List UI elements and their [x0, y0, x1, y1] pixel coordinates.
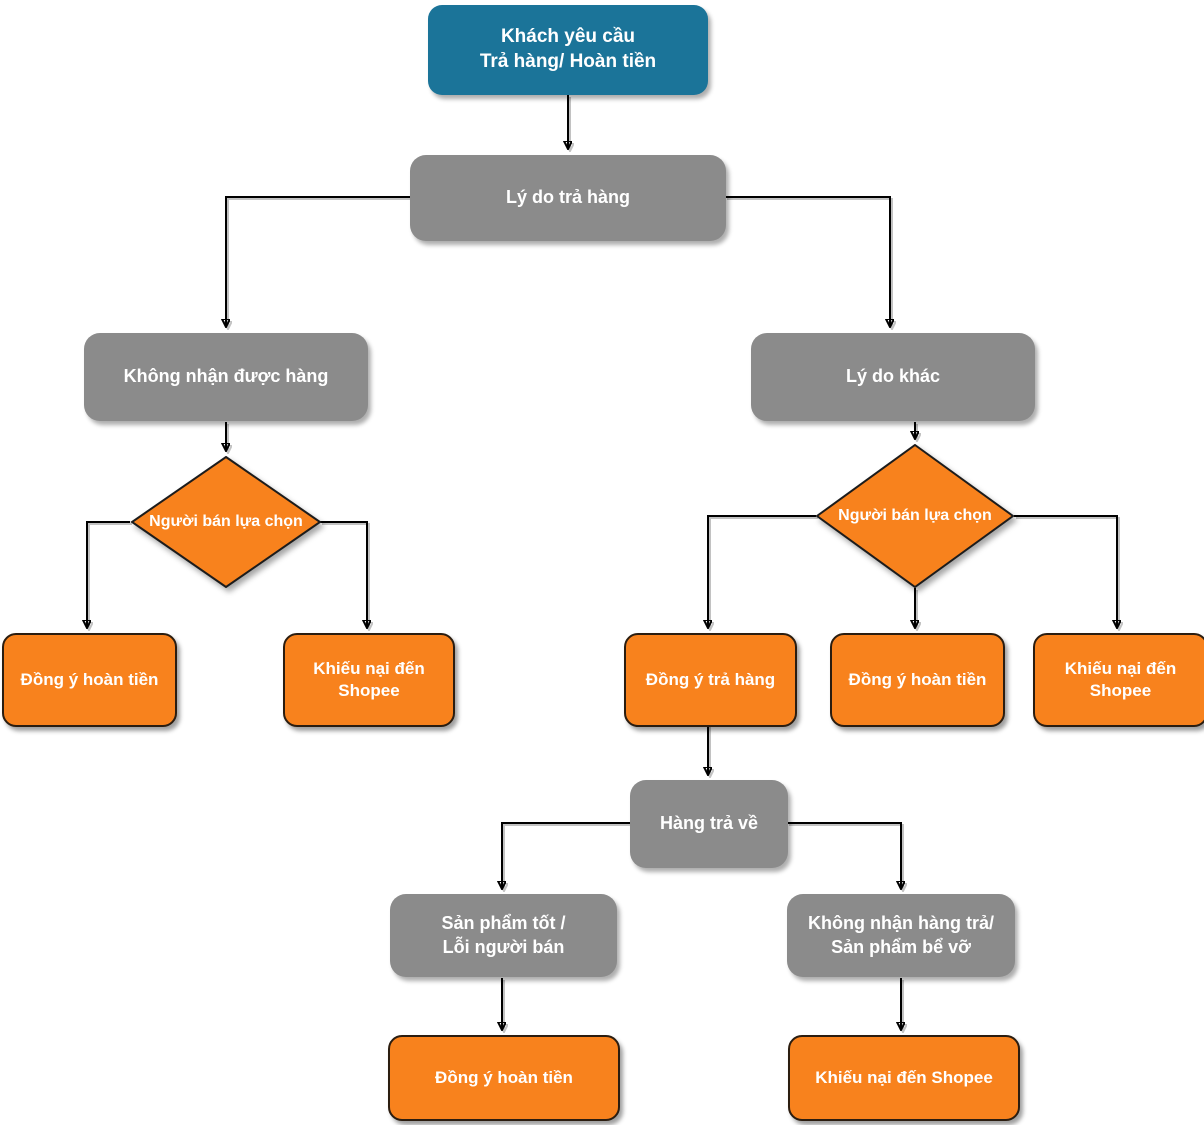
node-start: Khách yêu cầu Trả hàng/ Hoàn tiền [428, 5, 708, 95]
node-seller-choice-right-label: Người bán lựa chọn [838, 507, 992, 524]
node-seller-choice-right: Người bán lựa chọn [815, 444, 1015, 588]
node-complain-bottom-label: Khiếu nại đến Shopee [815, 1067, 993, 1087]
node-not-received: Không nhận được hàng [84, 333, 368, 421]
node-complain-left-label: Khiếu nại đến Shopee [313, 658, 425, 700]
diamond-shape [815, 444, 1015, 588]
node-refund-bottom: Đồng ý hoàn tiền [388, 1035, 620, 1121]
node-refund-left-label: Đồng ý hoàn tiền [20, 669, 159, 689]
node-agree-return: Đồng ý trả hàng [624, 633, 797, 727]
edge-decision-right-complain [1014, 515, 1117, 627]
node-not-received-label: Không nhận được hàng [123, 366, 329, 387]
node-bad-return: Không nhận hàng trả/ Sản phẩm bể vỡ [787, 894, 1015, 977]
edge-decision-right-return [708, 515, 816, 627]
node-returned-goods: Hàng trả về [630, 780, 788, 868]
node-complain-left: Khiếu nại đến Shopee [283, 633, 455, 727]
node-complain-right-label: Khiếu nại đến Shopee [1064, 658, 1177, 700]
node-refund-right: Đồng ý hoàn tiền [830, 633, 1005, 727]
node-bad-return-label: Không nhận hàng trả/ Sản phẩm bể vỡ [808, 913, 994, 957]
node-complain-bottom: Khiếu nại đến Shopee [788, 1035, 1020, 1121]
node-reason-label: Lý do trả hàng [505, 187, 630, 208]
node-returned-goods-label: Hàng trả về [659, 813, 759, 834]
edge-reason-not-received [226, 196, 410, 326]
node-refund-right-label: Đồng ý hoàn tiền [848, 669, 987, 689]
edge-returned-bad-return [787, 822, 901, 888]
diamond-shape [130, 456, 322, 588]
node-other-reason: Lý do khác [751, 333, 1035, 421]
node-seller-choice-left: Người bán lựa chọn [130, 456, 322, 588]
node-start-label: Khách yêu cầu Trả hàng/ Hoàn tiền [479, 26, 657, 72]
edge-returned-good-product [502, 822, 630, 888]
node-seller-choice-left-label: Người bán lựa chọn [149, 513, 303, 530]
edge-reason-other-reason [725, 196, 890, 326]
edge-decision-left-refund [87, 521, 130, 627]
node-refund-bottom-label: Đồng ý hoàn tiền [435, 1067, 573, 1087]
node-good-product-label: Sản phẩm tốt / Lỗi người bán [441, 913, 566, 957]
node-refund-left: Đồng ý hoàn tiền [2, 633, 177, 727]
node-other-reason-label: Lý do khác [845, 366, 941, 387]
node-agree-return-label: Đồng ý trả hàng [645, 669, 776, 689]
node-reason: Lý do trả hàng [410, 155, 726, 241]
node-good-product: Sản phẩm tốt / Lỗi người bán [390, 894, 617, 977]
node-complain-right: Khiếu nại đến Shopee [1033, 633, 1204, 727]
edge-decision-left-complain [320, 521, 367, 627]
